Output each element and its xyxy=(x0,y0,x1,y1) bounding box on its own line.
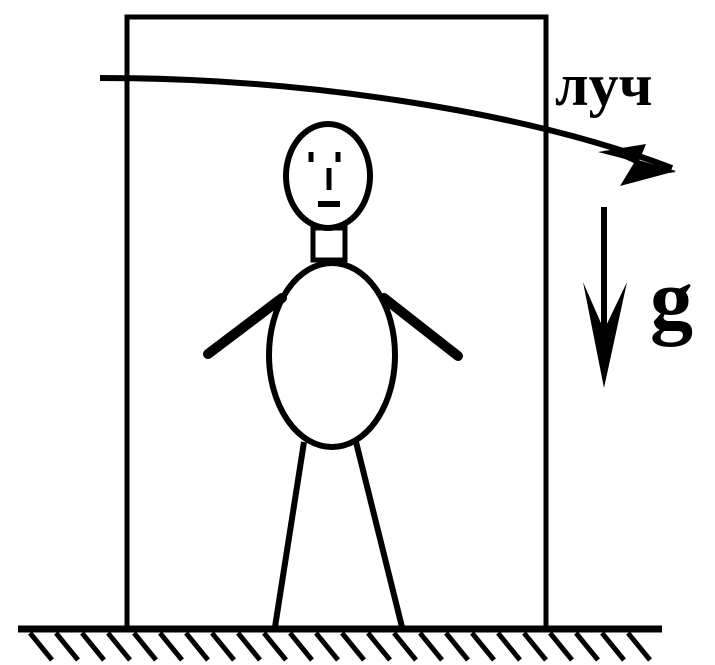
gravity-label: g xyxy=(650,251,693,347)
hatch-line xyxy=(340,631,366,662)
beam-path xyxy=(99,75,674,171)
elevator-box xyxy=(124,14,549,632)
hatch-line xyxy=(210,631,236,662)
floor-hatching xyxy=(28,631,652,662)
neck xyxy=(310,225,348,263)
hatch-line xyxy=(366,631,392,662)
hatch-line xyxy=(600,631,626,662)
hatch-line xyxy=(80,631,106,662)
hatch-line xyxy=(288,631,314,662)
light-beam xyxy=(99,75,676,186)
torso xyxy=(266,260,398,450)
hatch-line xyxy=(574,631,600,662)
beam-label: луч xyxy=(555,52,653,118)
hatch-line xyxy=(28,631,54,662)
hatch-line xyxy=(392,631,418,662)
gravity-arrowhead xyxy=(583,282,627,388)
hatch-line xyxy=(470,631,496,662)
hatch-line xyxy=(418,631,444,662)
hatch-line xyxy=(132,631,158,662)
hatch-line xyxy=(106,631,132,662)
hatch-line xyxy=(444,631,470,662)
hatch-line xyxy=(184,631,210,662)
floor xyxy=(18,625,662,662)
arm-right xyxy=(379,293,463,361)
beam-arrowhead-fill xyxy=(604,150,676,186)
hatch-line xyxy=(158,631,184,662)
leg-right xyxy=(353,441,405,628)
hatch-line xyxy=(314,631,340,662)
hatch-line xyxy=(626,631,652,662)
gravity-arrow xyxy=(583,207,627,388)
hatch-line xyxy=(548,631,574,662)
hatch-line xyxy=(262,631,288,662)
leg-left xyxy=(272,441,307,628)
person xyxy=(203,121,463,628)
hatch-line xyxy=(54,631,80,662)
arm-left xyxy=(203,293,287,359)
hatch-line xyxy=(496,631,522,662)
hatch-line xyxy=(522,631,548,662)
hatch-line xyxy=(236,631,262,662)
